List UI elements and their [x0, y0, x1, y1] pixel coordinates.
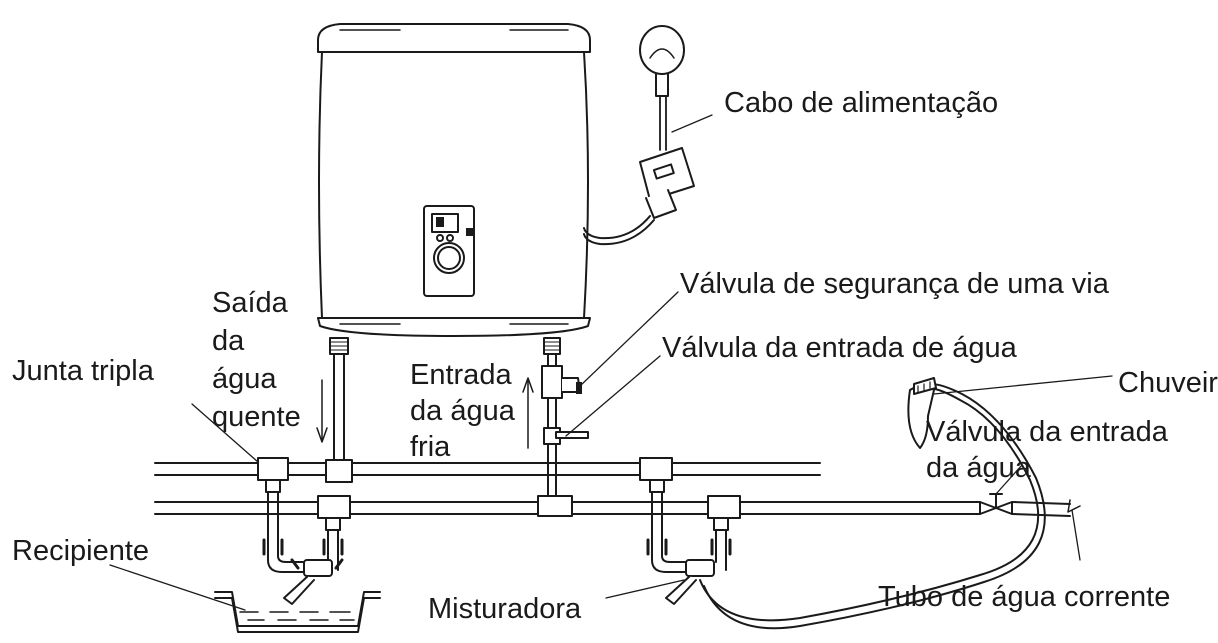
label-cold-inlet-line-1: Entrada: [410, 359, 512, 391]
hot-water-flow-arrow: [317, 380, 327, 442]
hot-outlet-pipe: [326, 338, 352, 482]
label-tee-joint: Junta tripla: [12, 355, 154, 387]
label-shower: Chuveiro: [1118, 367, 1218, 399]
cold-water-pipeline: [155, 494, 1080, 518]
label-hot-outlet-line-2: da: [212, 325, 245, 357]
shower-hose: [700, 384, 1045, 628]
leader-lines: [110, 115, 1112, 610]
label-hot-outlet-line-3: água: [212, 363, 277, 395]
label-hot-outlet-line-1: Saída: [212, 287, 288, 319]
cold-inlet-pipe: [538, 338, 588, 516]
water-container: [215, 592, 380, 632]
label-water-inlet-valve: Válvula da entrada da água: [926, 414, 1168, 486]
label-cold-inlet-line-3: fria: [410, 431, 451, 463]
cold-water-flow-arrow: [523, 378, 533, 448]
right-mixer: [648, 480, 730, 604]
label-mixer: Misturadora: [428, 593, 582, 625]
control-panel: [424, 206, 474, 296]
label-power-cable: Cabo de alimentação: [724, 87, 999, 119]
label-inlet-valve: Válvula da entrada de água: [662, 332, 1017, 364]
power-cable: [584, 26, 694, 244]
label-running-water-pipe: Tubo de água corrente: [878, 581, 1171, 613]
label-container: Recipiente: [12, 535, 150, 567]
hot-water-pipeline: [155, 458, 820, 480]
label-hot-outlet-line-4: quente: [212, 401, 301, 433]
water-heater-tank: [318, 24, 590, 336]
label-cold-water-inlet: Entrada da água fria: [410, 357, 515, 465]
shower-head: [908, 378, 936, 448]
label-water-inlet-valve-line-1: Válvula da entrada: [926, 416, 1168, 448]
label-water-inlet-valve-line-2: da água: [926, 452, 1031, 484]
label-hot-water-outlet: Saída da água quente: [212, 284, 301, 436]
label-cold-inlet-line-2: da água: [410, 395, 515, 427]
label-safety-valve: Válvula de segurança de uma via: [680, 268, 1109, 300]
left-mixer: [264, 480, 342, 604]
